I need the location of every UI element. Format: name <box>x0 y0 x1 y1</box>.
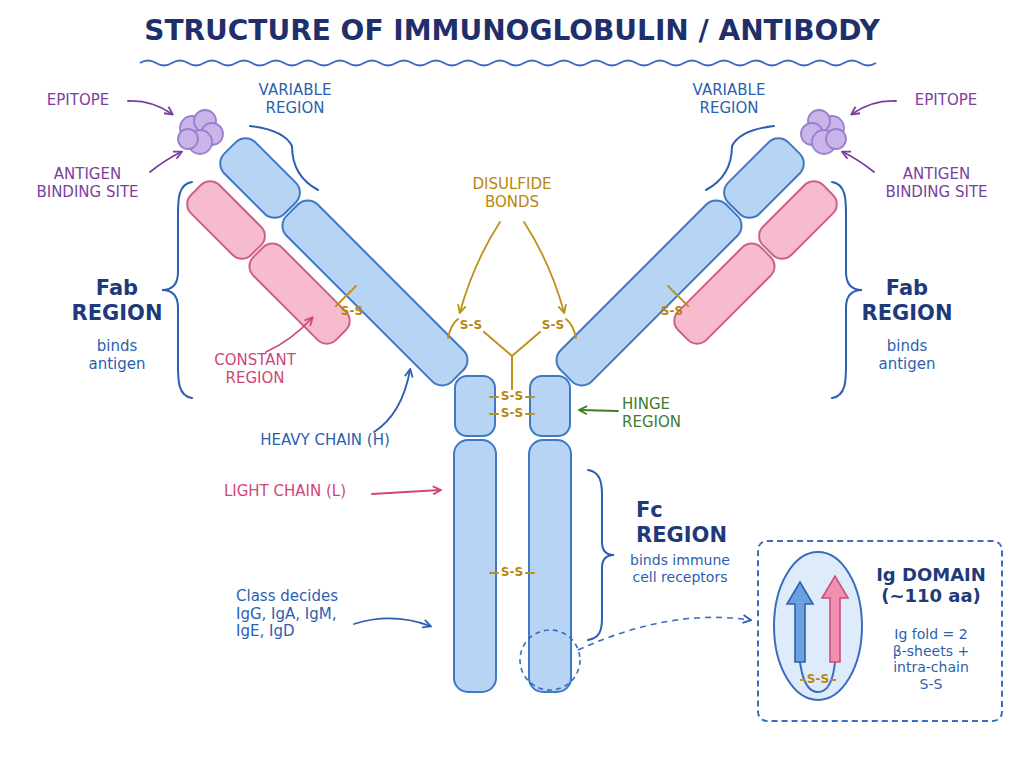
strand-loop <box>800 662 835 692</box>
title-underline <box>140 61 876 66</box>
constant-domain <box>244 238 355 349</box>
epitope-cloud <box>178 110 223 154</box>
beta-strand-arrow <box>822 576 848 662</box>
leader-arrow <box>372 490 440 494</box>
inset-heading: Ig DOMAIN (~110 aa) <box>869 564 993 606</box>
heavy-chain-stem <box>454 376 571 692</box>
fc-brace <box>588 470 614 640</box>
binding-site-label: ANTIGEN BINDING SITE <box>869 166 1004 201</box>
epitope-cloud <box>801 110 846 154</box>
epitope-label: EPITOPE <box>896 92 996 110</box>
binding-site-label: ANTIGEN BINDING SITE <box>20 166 155 201</box>
heavy-chain-arm <box>551 132 810 391</box>
fc-segment <box>529 440 571 692</box>
ig-fold-illustration <box>774 552 862 700</box>
fc-segment <box>454 440 496 692</box>
disulfide-label: S-S <box>803 672 833 686</box>
disulfide-label: S-S <box>456 318 486 332</box>
light-chain <box>669 176 842 349</box>
fab-brace <box>162 182 192 398</box>
inset-note: Ig fold = 2 β-sheets + intra-chain S-S <box>887 626 975 692</box>
hinge-label: HINGE REGION <box>622 396 712 431</box>
fab-note: binds antigen <box>72 338 162 373</box>
hinge-segment <box>455 376 495 436</box>
leader-arrow <box>843 152 874 172</box>
heavy-chain-label: HEAVY CHAIN (H) <box>240 432 410 450</box>
disulfide-label: S-S <box>657 304 687 318</box>
leader-arrow <box>266 318 312 352</box>
leader-arrow <box>150 152 181 172</box>
inset-box: Ig DOMAIN (~110 aa) Ig fold = 2 β-sheets … <box>757 540 1003 722</box>
leader-arrows <box>128 101 896 626</box>
class-note: Class decides IgG, IgA, IgM, IgE, IgD <box>236 588 361 641</box>
zoom-link <box>578 617 750 650</box>
fc-heading: Fc REGION <box>636 498 726 548</box>
constant-region-label: CONSTANT REGION <box>200 352 310 387</box>
epitope-label: EPITOPE <box>28 92 128 110</box>
leader-arrow <box>580 410 618 411</box>
disulfide-tick <box>668 286 688 306</box>
fab-brace <box>832 182 862 398</box>
disulfide-heading: DISULFIDE BONDS <box>457 176 567 211</box>
region-label: VARIABLE REGION <box>674 82 784 117</box>
leader-arrow <box>354 618 430 626</box>
leader-arrow <box>852 101 896 114</box>
disulfide-junction <box>484 332 540 389</box>
fab-heading: Fab REGION <box>852 276 962 326</box>
fc-note: binds immune cell receptors <box>620 552 740 585</box>
leader-arrow <box>374 370 410 432</box>
fab-heading: Fab REGION <box>62 276 172 326</box>
zoom-circle <box>520 630 580 690</box>
leader-arrow <box>524 222 564 312</box>
disulfide-tick <box>336 286 356 306</box>
hinge-segment <box>530 376 570 436</box>
light-chain-label: LIGHT CHAIN (L) <box>200 483 370 501</box>
variable-domain <box>182 176 270 264</box>
variable-bracket <box>250 126 318 190</box>
disulfide-arc <box>448 319 458 338</box>
variable-bracket <box>706 126 774 190</box>
disulfide-label: S-S <box>497 565 527 579</box>
variable-domain <box>754 176 842 264</box>
epitope-lobe <box>826 129 846 149</box>
diagram-title: STRUCTURE OF IMMUNOGLOBULIN / ANTIBODY <box>0 14 1024 47</box>
epitope-lobe <box>178 129 198 149</box>
constant-domain <box>669 238 780 349</box>
beta-strand-arrow <box>787 582 813 662</box>
leader-arrow <box>128 101 172 114</box>
light-chain <box>182 176 355 349</box>
leader-arrow <box>460 222 500 312</box>
ig-domain-oval <box>774 552 862 700</box>
disulfide-arc <box>566 319 576 338</box>
disulfide-label: S-S <box>337 304 367 318</box>
fab-note: binds antigen <box>862 338 952 373</box>
disulfide-label: S-S <box>497 389 527 403</box>
disulfide-label: S-S <box>497 406 527 420</box>
disulfide-label: S-S <box>538 318 568 332</box>
region-label: VARIABLE REGION <box>240 82 350 117</box>
